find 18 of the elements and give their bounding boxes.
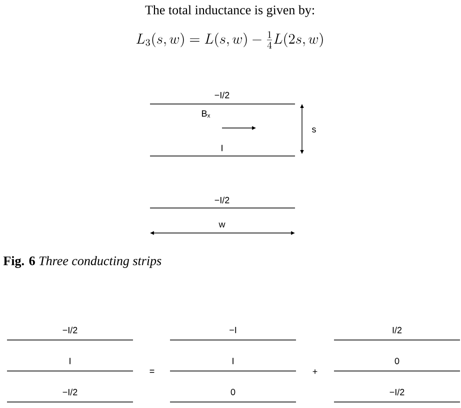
dimension-label: s (312, 128, 316, 132)
strip-label: I/2 (392, 326, 402, 334)
strip-label: −I/2 (214, 196, 230, 204)
strip-label: −I (230, 326, 236, 334)
strip-label: −I/2 (62, 326, 78, 334)
strip-label: 0 (394, 358, 400, 364)
equals-sign: = (150, 370, 154, 373)
intro-text: The total inductance is given by: (145, 5, 314, 18)
formula: $L_3(s,w) = L(s,w) - \frac{1}{4}L(2s,w)$ (136, 31, 323, 49)
caption: Fig. 6 Three conducting strips (3, 256, 162, 268)
strip-label: 0 (230, 388, 236, 396)
strip-label: −I/2 (390, 388, 404, 396)
dimension-label: w (218, 222, 226, 228)
strip-label: −I/2 (62, 388, 78, 396)
strip-label: −I/2 (214, 92, 230, 98)
strip-label: I (232, 358, 234, 364)
plus-sign: + (312, 369, 318, 374)
field-label: B$_{x}$ (202, 110, 210, 118)
